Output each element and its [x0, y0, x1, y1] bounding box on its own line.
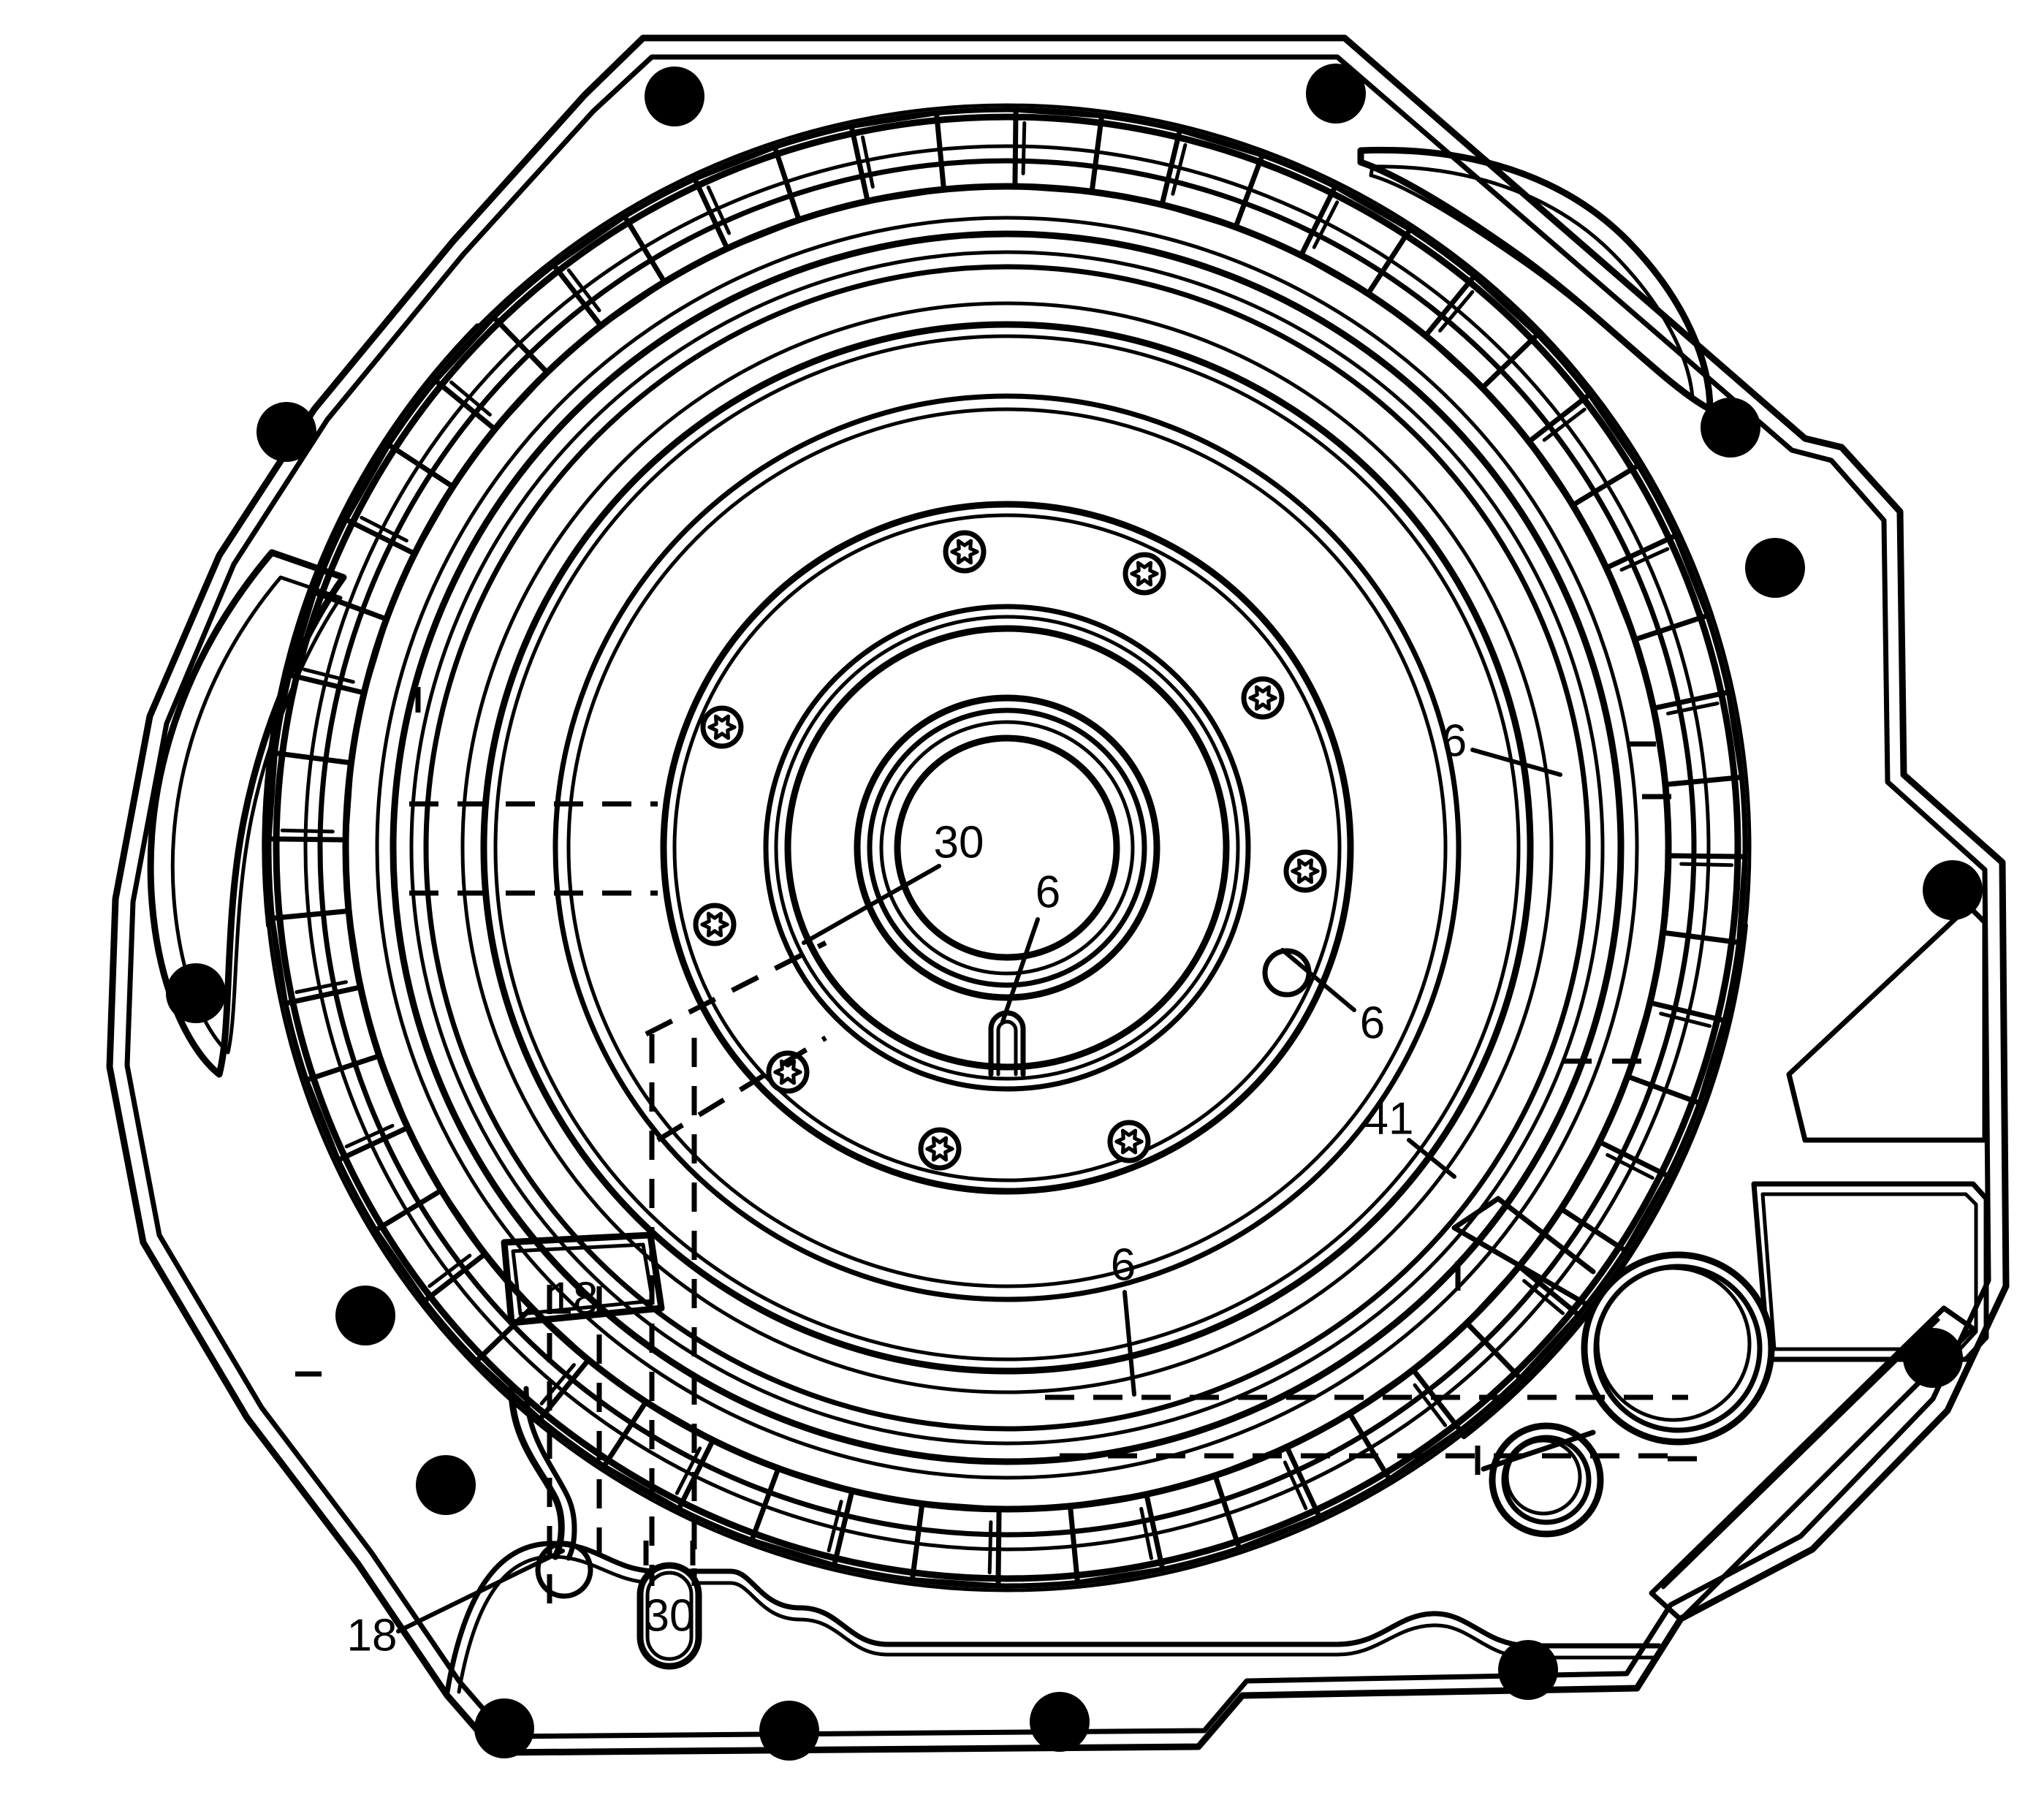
housing-flange-outline: [106, 34, 2010, 1756]
face-contour-arcs: [262, 323, 1748, 1440]
spline-tooth-ring: [266, 107, 1748, 1589]
bottom-flange-ledge: [444, 1541, 1662, 1695]
callout-label-18: 18: [347, 1610, 398, 1660]
lower-right-flange-rib: [1649, 1305, 1976, 1622]
callout-group: 30 6 6 6 41 6 18 18 30: [347, 715, 1562, 1660]
top-right-crescent-slot: [1357, 146, 1714, 413]
callout-label-6: 6: [1111, 1239, 1136, 1290]
perimeter-bolt-hole-group: [166, 64, 1983, 1761]
callout-label-6: 6: [1036, 867, 1060, 917]
callout-label-30: 30: [934, 817, 984, 867]
callout-label-6: 6: [1360, 998, 1385, 1048]
center-hub: [854, 694, 1160, 1001]
large-boss: [1581, 1251, 1775, 1446]
boss-connecting-ribs: [1451, 1196, 1596, 1472]
centerline-tick-marks: [295, 687, 1697, 1565]
right-side-pocket: [1751, 1181, 1989, 1362]
callout-label-41: 41: [1364, 1093, 1414, 1144]
right-upper-pocket: [1786, 903, 1988, 1143]
hub-fastener-group: [693, 530, 1327, 1171]
small-boss: [1489, 1422, 1604, 1538]
slot-30-feature: [637, 1562, 702, 1670]
callout-label-18: 18: [548, 1273, 599, 1324]
callout-label-30: 30: [645, 1590, 695, 1641]
hidden-construction-lines: [409, 801, 1688, 1608]
plain-hole: [1262, 948, 1312, 998]
callout-label-6: 6: [1442, 715, 1467, 766]
